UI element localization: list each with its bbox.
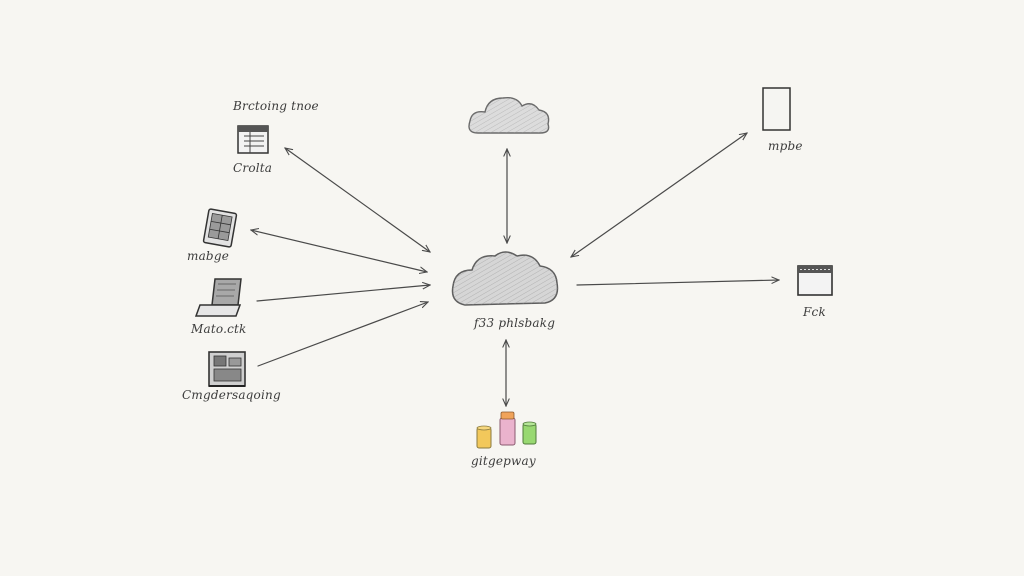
scanner-icon: [208, 351, 246, 387]
top-left-heading-label: Brctoing tnoe: [233, 99, 319, 113]
laptop-icon: [194, 278, 242, 317]
arrow-hub-righttop: [571, 133, 747, 257]
top-cloud-icon: [468, 96, 550, 134]
bottom-label: gitgepway: [471, 454, 536, 468]
connector-arrows: [251, 133, 779, 406]
hub-cloud-icon: [451, 251, 559, 306]
left-2-label: mabge: [187, 249, 229, 263]
left-1-label: Crolta: [233, 161, 273, 175]
browser-window-icon: [797, 265, 833, 296]
cylinder-green: [522, 423, 537, 445]
arrow-left4-hub: [257, 302, 428, 367]
arrow-left2-hub: [251, 230, 427, 272]
right-top-label: mpbe: [768, 139, 803, 153]
arrow-left3-hub: [256, 285, 430, 302]
hub-label: f33 phlsbakg: [474, 316, 556, 330]
cylinder-yellow: [476, 427, 492, 449]
arrow-left1-hub: [285, 148, 430, 252]
right-mid-label: Fck: [803, 305, 826, 319]
arrow-hub-rightmid: [576, 280, 779, 286]
cylinder-pink: [499, 417, 516, 446]
window-icon: [237, 125, 269, 154]
database-cylinders-icon: [476, 411, 537, 449]
tablet-icon: [202, 208, 238, 248]
left-4-label: Cmgdersaqoing: [182, 388, 281, 402]
phone-icon: [762, 87, 791, 131]
cylinder-cap: [500, 411, 515, 420]
left-3-label: Mato.ctk: [191, 322, 247, 336]
